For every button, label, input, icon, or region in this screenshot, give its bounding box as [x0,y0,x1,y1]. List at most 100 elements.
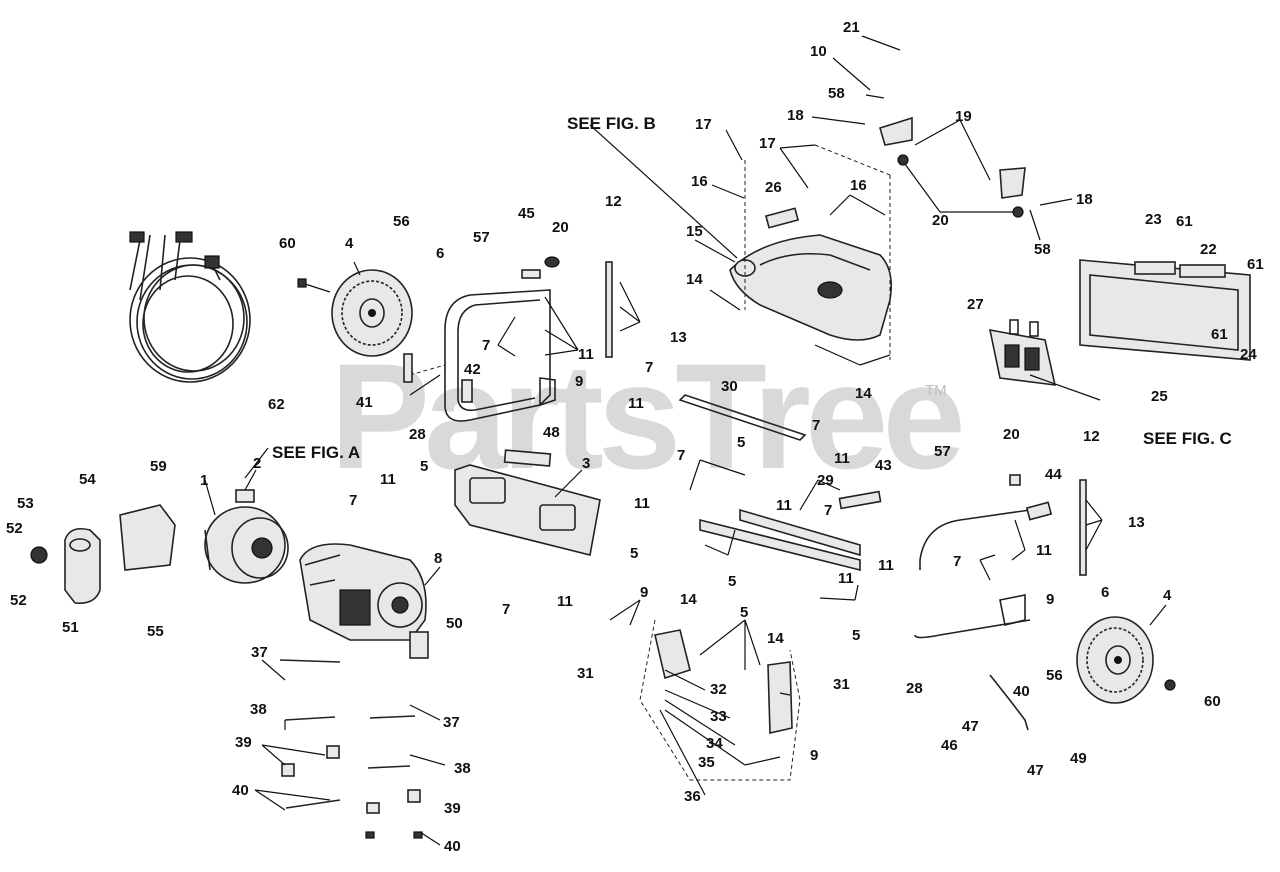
cap-53[interactable] [30,546,48,564]
outlet-assembly-27[interactable] [988,319,1057,386]
callout-24: 24 [1240,346,1257,363]
engine-8[interactable] [299,543,427,641]
bracket-9-left[interactable] [539,377,556,407]
fuel-tank[interactable] [729,144,893,360]
callout-32: 32 [710,681,727,698]
callout-55: 55 [147,623,164,640]
callout-47b: 47 [1027,762,1044,779]
decal-48 [503,449,552,467]
callout-37a: 37 [251,644,268,661]
see-fig-a-label[interactable]: SEE FIG. A [272,443,360,462]
axle-bolt-left[interactable] [301,282,331,293]
part-2[interactable] [235,489,255,503]
part-44[interactable] [1025,501,1053,521]
callout-7b: 7 [349,492,357,509]
rail-30[interactable] [678,394,807,441]
feet-assembly-lower[interactable] [639,619,801,781]
callout-37b: 37 [443,714,460,731]
callout-40c: 40 [1013,683,1030,700]
callout-11c: 11 [628,395,644,412]
see-fig-b-label[interactable]: SEE FIG. B [567,114,656,133]
callout-46: 46 [941,737,958,754]
decal-43 [838,490,882,510]
callout-25: 25 [1151,388,1168,405]
callout-62: 62 [268,396,285,413]
watermark-text: PartsTree [330,332,961,500]
callout-61a: 61 [1176,213,1193,230]
callout-9d: 9 [810,747,818,764]
callout-13-right: 13 [1128,514,1145,531]
wheel-left[interactable] [331,269,413,357]
axle-bolt-head-left[interactable] [297,278,307,288]
see-fig-c-label[interactable]: SEE FIG. C [1143,429,1232,448]
callout-58-bottom: 58 [1034,241,1051,258]
callout-59: 59 [150,458,167,475]
callout-7d: 7 [812,417,820,434]
frame-left[interactable] [409,289,551,422]
decal-22 [1179,264,1226,278]
alternator-1[interactable] [204,506,289,584]
frame-right[interactable] [914,509,1031,639]
callout-11a: 11 [578,346,594,363]
callout-16b: 16 [850,177,867,194]
callout-33: 33 [710,708,727,725]
callout-9c: 9 [1046,591,1054,608]
rail-29-lower[interactable] [699,518,861,572]
callout-12-right: 12 [1083,428,1100,445]
callout-9a: 9 [575,373,583,390]
callout-11f: 11 [776,497,792,514]
callout-18-right: 18 [1076,191,1093,208]
callout-7f: 7 [824,502,832,519]
callout-26: 26 [765,179,782,196]
callout-60-right: 60 [1204,693,1221,710]
wheel-right[interactable] [1076,616,1154,704]
callout-5b: 5 [737,434,745,451]
callout-20c: 20 [1003,426,1020,443]
callout-numbers: 1 2 3 4 4 5 5 5 5 5 5 6 6 7 7 7 7 7 7 7 … [6,19,1264,855]
callout-36: 36 [684,788,701,805]
callout-20a: 20 [552,219,569,236]
callout-17a: 17 [695,116,712,133]
foot-20-handle-top[interactable] [897,154,909,166]
callout-53: 53 [17,495,34,512]
callout-49: 49 [1070,750,1087,767]
callout-12-left: 12 [605,193,622,210]
callout-60-left: 60 [279,235,296,252]
axle-bolt-right[interactable] [1164,679,1176,691]
heat-shield-59[interactable] [119,504,176,571]
callout-20b: 20 [932,212,949,229]
callout-9b: 9 [640,584,648,601]
callout-1: 1 [200,472,208,489]
callout-11i: 11 [838,570,854,587]
callout-41: 41 [356,394,373,411]
foot-20-left[interactable] [544,256,560,268]
callout-35: 35 [698,754,715,771]
foot-20-right[interactable] [1009,474,1021,486]
rail-29-upper[interactable] [739,508,861,557]
callout-30: 30 [721,378,738,395]
callout-5f: 5 [740,604,748,621]
handle-bar[interactable] [879,18,1026,199]
callout-3: 3 [582,455,590,472]
callout-7e: 7 [677,447,685,464]
callout-28-left: 28 [409,426,426,443]
power-cord-coil[interactable] [129,231,251,383]
callout-7g: 7 [502,601,510,618]
callout-54: 54 [79,471,96,488]
callout-6-right: 6 [1101,584,1109,601]
rail-12-left[interactable] [605,261,613,358]
callout-14c: 14 [680,591,697,608]
rail-12-right[interactable] [1079,479,1087,576]
callout-31-left: 31 [577,665,594,682]
muffler-51[interactable] [64,527,101,605]
callout-43: 43 [875,457,892,474]
cable-49[interactable] [989,674,1029,731]
callout-2: 2 [253,455,261,472]
front-panel-3[interactable] [454,464,601,556]
knob-10[interactable] [865,94,885,99]
callout-7c: 7 [645,359,653,376]
callout-11e: 11 [634,495,650,512]
callout-56-left: 56 [393,213,410,230]
hardware-left-column[interactable] [279,659,423,839]
